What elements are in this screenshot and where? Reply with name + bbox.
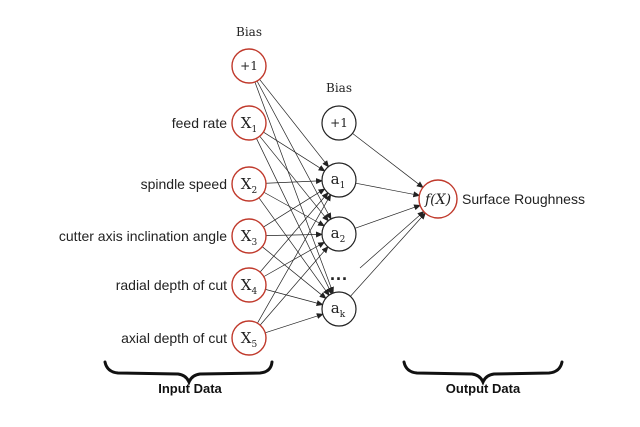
input-node-subscript: 5: [251, 340, 257, 350]
input-node-x4: X4: [231, 267, 267, 303]
input-brace: [103, 360, 274, 386]
svg-text:X1: X1: [241, 114, 257, 135]
output-data-label: Output Data: [446, 381, 521, 396]
input-bias-node: +1: [231, 48, 267, 84]
input-hidden-edge: [265, 231, 324, 238]
input-hidden-edge: [259, 79, 330, 168]
input-hidden-edge: [259, 135, 329, 222]
hidden-node-subscript: k: [340, 310, 346, 320]
hidden-node-subscript: 1: [340, 181, 346, 191]
hidden-bias-node: +1: [321, 105, 357, 141]
output-node: f(X): [418, 179, 458, 219]
output-node-label: f(X): [424, 192, 451, 208]
hidden-node-symbol: a: [331, 224, 340, 242]
input-label-axial-depth-of-cut: axial depth of cut: [121, 330, 227, 346]
input-label-spindle-speed: spindle speed: [141, 176, 227, 192]
input-node-subscript: 2: [251, 186, 257, 196]
input-hidden-edge: [265, 178, 324, 185]
svg-text:X4: X4: [241, 276, 258, 297]
hidden-ellipsis: ...: [330, 264, 348, 284]
input-hidden-edge: [263, 131, 326, 172]
input-node-x2: X2: [231, 166, 267, 202]
input-node-symbol: X: [241, 114, 252, 132]
input-label-cutter-axis-inclination-angle: cutter axis inclination angle: [59, 228, 227, 244]
input-hidden-edge: [259, 246, 329, 326]
input-node-x1: X1: [231, 105, 267, 141]
hidden-output-edge: [354, 204, 422, 229]
input-label-feed-rate: feed rate: [172, 115, 227, 131]
svg-text:X3: X3: [241, 227, 258, 248]
input-hidden-edge: [259, 192, 329, 273]
input-hidden-edge: [254, 81, 334, 294]
svg-text:ak: ak: [331, 299, 346, 320]
hidden-output-edge: [355, 182, 421, 198]
input-label-radial-depth-of-cut: radial depth of cut: [116, 277, 227, 293]
input-node-subscript: 3: [251, 238, 257, 248]
hidden-bias-title: Bias: [326, 81, 352, 95]
input-hidden-edge: [258, 197, 330, 297]
svg-text:a1: a1: [331, 170, 346, 191]
hidden-node-a1: a1: [321, 162, 357, 198]
input-data-label: Input Data: [158, 381, 222, 396]
output-brace: [402, 360, 564, 386]
hidden-output-edge: [359, 210, 425, 269]
output-label-surface-roughness: Surface Roughness: [462, 191, 585, 207]
input-node-symbol: X: [241, 227, 252, 245]
input-hidden-edge: [263, 191, 326, 227]
input-bias-node-label: +1: [240, 59, 258, 73]
input-node-symbol: X: [241, 329, 252, 347]
input-hidden-edge: [256, 80, 332, 220]
svg-text:X5: X5: [241, 329, 258, 350]
hidden-output-edge: [350, 212, 426, 297]
input-hidden-edge: [265, 313, 324, 334]
hidden-node-symbol: a: [331, 299, 340, 317]
hidden-bias-node-label: +1: [330, 116, 348, 130]
input-hidden-edge: [256, 138, 333, 295]
input-hidden-edge: [265, 289, 324, 306]
hidden-node-subscript: 2: [340, 235, 346, 245]
input-node-x5: X5: [231, 320, 267, 356]
hidden-node-ak: ak: [321, 291, 357, 327]
input-hidden-edge: [263, 188, 326, 228]
hidden-node-a2: a2: [321, 216, 357, 252]
svg-text:X2: X2: [241, 175, 257, 196]
input-bias-title: Bias: [236, 25, 262, 39]
connection-edges: [254, 79, 426, 334]
hidden-node-symbol: a: [331, 170, 340, 188]
input-node-subscript: 4: [251, 287, 257, 297]
svg-text:a2: a2: [331, 224, 346, 245]
input-node-symbol: X: [241, 276, 252, 294]
hidden-output-edge: [352, 133, 424, 189]
input-hidden-edge: [257, 193, 332, 324]
input-node-x3: X3: [231, 218, 267, 254]
input-node-symbol: X: [241, 175, 252, 193]
input-node-subscript: 1: [251, 125, 257, 135]
input-hidden-edge: [261, 246, 327, 299]
